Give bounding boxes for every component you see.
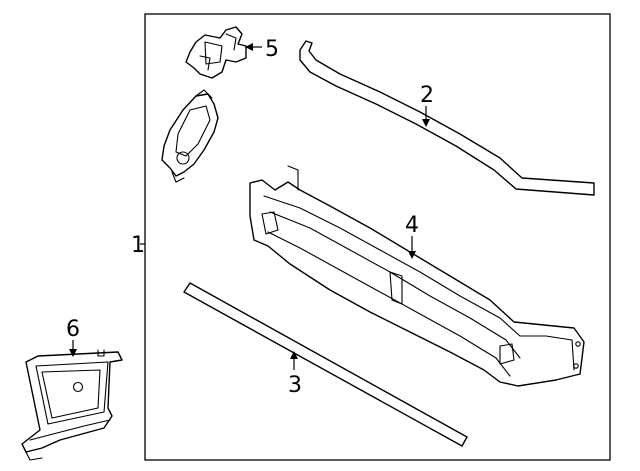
part-4-deflector xyxy=(249,165,585,387)
assembly-frame xyxy=(144,13,611,461)
part-5-sensor xyxy=(161,89,219,183)
callout-1-label: 1 xyxy=(131,233,145,258)
callout-6: 6 xyxy=(66,317,80,357)
callout-5-label: 5 xyxy=(265,37,279,62)
callout-3: 3 xyxy=(288,351,302,398)
callout-4: 4 xyxy=(405,213,419,259)
callout-6-label: 6 xyxy=(66,317,80,342)
callout-4-label: 4 xyxy=(405,213,419,238)
callout-2-label: 2 xyxy=(420,83,434,108)
part-2-upper-seal xyxy=(299,40,595,196)
part-3-lower-seal xyxy=(183,282,468,447)
part-6-panel xyxy=(21,349,123,461)
callout-1: 1 xyxy=(131,233,145,258)
part-5-bracket xyxy=(185,26,247,79)
callout-3-label: 3 xyxy=(288,373,302,398)
callout-2: 2 xyxy=(420,83,434,127)
callout-5: 5 xyxy=(245,37,279,62)
